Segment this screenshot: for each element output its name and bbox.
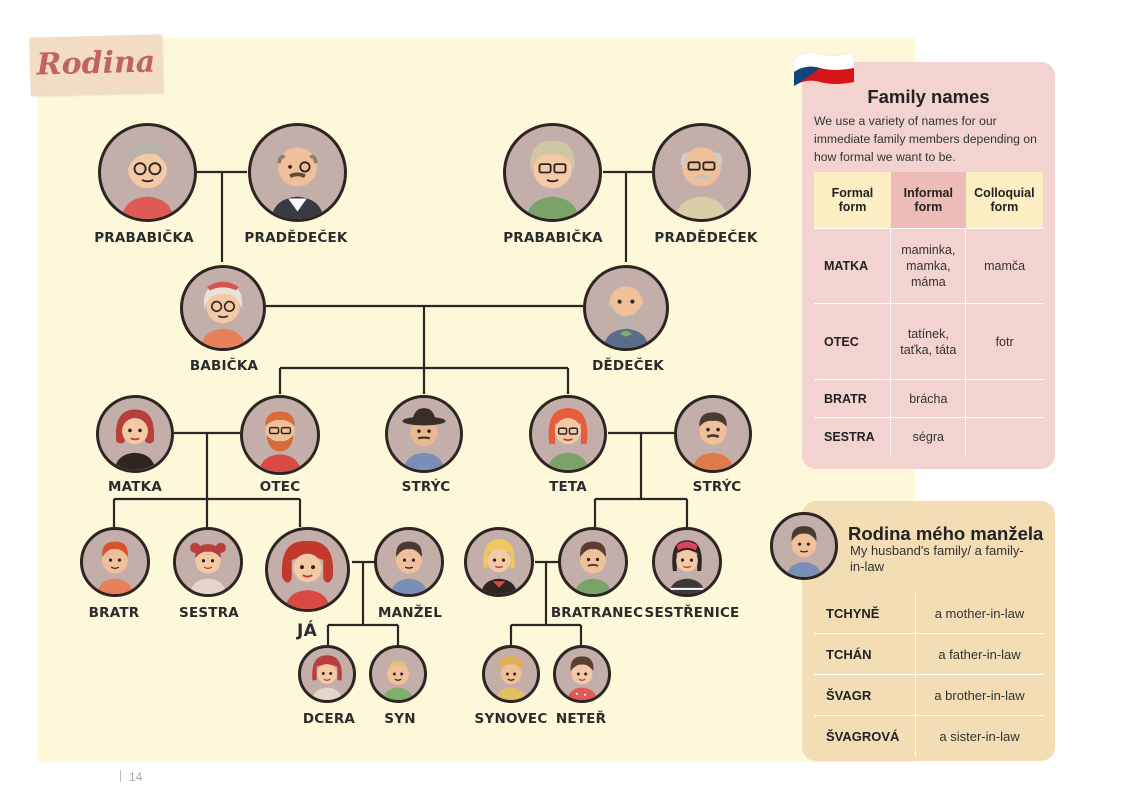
person-label-teta: TETA: [549, 479, 587, 495]
table-row: SESTRA ségra: [814, 417, 1043, 456]
term-cell: TCHÁN: [814, 633, 916, 675]
ja-avatar: [265, 527, 350, 612]
person-label-babicka: BABIČKA: [189, 358, 259, 374]
formal-cell: BRATR: [814, 379, 891, 418]
in-laws-panel: Rodina mého manžela My husband's family/…: [802, 501, 1055, 761]
prababicka-avatar: [98, 123, 197, 222]
bratr-avatar: [80, 527, 150, 597]
stryc-avatar: [385, 395, 463, 473]
stryc-avatar: [674, 395, 752, 473]
table-header-row: Formal form Informal form Colloquial for…: [814, 172, 1043, 229]
manzel-avatar: [374, 527, 444, 597]
person-label-prababicka: PRABABIČKA: [503, 230, 603, 246]
prababicka-avatar: [503, 123, 602, 222]
person-label-ja: JÁ: [297, 621, 317, 641]
in-laws-table: TCHYNĚ a mother-in-law TCHÁN a father-in…: [814, 593, 1043, 756]
table-row: BRATR brácha: [814, 379, 1043, 418]
person-label-matka: MATKA: [108, 479, 162, 495]
meaning-cell: a mother-in-law: [915, 593, 1043, 634]
table-row: OTEC tatínek, taťka, táta fotr: [814, 303, 1043, 380]
formal-cell: OTEC: [814, 303, 891, 380]
term-cell: ŠVAGR: [814, 674, 916, 716]
babicka-avatar: [180, 265, 266, 351]
person-label-syn: SYN: [384, 711, 416, 727]
column-header-formal: Formal form: [814, 172, 891, 229]
husband-avatar: [770, 512, 838, 580]
person-label-sestrenice: SESTŘENICE: [644, 605, 740, 621]
person-label-dedecek: DĚDEČEK: [592, 358, 664, 374]
informal-cell: maminka, mamka, máma: [890, 228, 966, 304]
table-row: TCHYNĚ a mother-in-law: [814, 593, 1043, 634]
person-label-bratr: BRATR: [88, 605, 140, 621]
table-row: TCHÁN a father-in-law: [814, 633, 1043, 675]
person-label-pradedecek: PRADĚDEČEK: [654, 230, 758, 246]
meaning-cell: a brother-in-law: [915, 674, 1043, 716]
informal-cell: ségra: [890, 417, 966, 456]
informal-cell: tatínek, taťka, táta: [890, 303, 966, 380]
bratranec-avatar: [558, 527, 628, 597]
formal-cell: MATKA: [814, 228, 891, 304]
person-label-synovec: SYNOVEC: [474, 711, 548, 727]
teta-avatar: [529, 395, 607, 473]
neter-avatar: [553, 645, 611, 703]
person-label-otec: OTEC: [259, 479, 301, 495]
person-label-stryc: STRÝC: [401, 479, 451, 495]
colloquial-cell: [965, 379, 1043, 418]
meaning-cell: a father-in-law: [915, 633, 1043, 675]
pradedecek-avatar: [652, 123, 751, 222]
table-row: ŠVAGR a brother-in-law: [814, 674, 1043, 716]
person-label-sestra: SESTRA: [179, 605, 239, 621]
family-names-table: Formal form Informal form Colloquial for…: [814, 172, 1043, 456]
meaning-cell: a sister-in-law: [915, 715, 1043, 756]
dedecek-avatar: [583, 265, 669, 351]
informal-cell: brácha: [890, 379, 966, 418]
family-names-title: Family names: [867, 86, 990, 107]
colloquial-cell: mamča: [965, 228, 1043, 304]
term-cell: ŠVAGROVÁ: [814, 715, 916, 756]
sestra-avatar: [173, 527, 243, 597]
formal-cell: SESTRA: [814, 417, 891, 456]
page-number: 14: [120, 770, 142, 784]
table-row: MATKA maminka, mamka, máma mamča: [814, 228, 1043, 304]
person-label-stryc: STRÝC: [692, 479, 742, 495]
synovec-avatar: [482, 645, 540, 703]
person-label-pradedecek: PRADĚDEČEK: [244, 230, 348, 246]
term-cell: TCHYNĚ: [826, 605, 880, 621]
sestrenice-avatar: [652, 527, 722, 597]
table-row: ŠVAGROVÁ a sister-in-law: [814, 715, 1043, 756]
column-header-colloquial: Colloquial form: [965, 172, 1043, 229]
otec-avatar: [240, 395, 320, 475]
family-names-description: We use a variety of names for our immedi…: [814, 114, 1037, 164]
syn-avatar: [369, 645, 427, 703]
column-header-informal: Informal form: [890, 172, 966, 229]
person-label-manzel: MANŽEL: [378, 605, 442, 621]
czech-flag-icon: [793, 51, 855, 86]
page-number-text: 14: [129, 770, 143, 784]
colloquial-cell: [965, 417, 1043, 456]
pradedecek-avatar: [248, 123, 347, 222]
partner-avatar: [464, 527, 534, 597]
person-label-neter: NETEŘ: [555, 711, 607, 727]
family-names-panel: Family names We use a variety of names f…: [802, 62, 1055, 469]
in-laws-subtitle: My husband's family/ a family-in-law: [850, 543, 1024, 574]
person-label-dcera: DCERA: [302, 711, 356, 727]
dcera-avatar: [298, 645, 356, 703]
person-label-bratranec: BRATRANEC: [550, 605, 644, 621]
person-label-prababicka: PRABABIČKA: [94, 230, 194, 246]
in-laws-title: Rodina mého manžela: [848, 523, 1044, 544]
colloquial-cell: fotr: [965, 303, 1043, 380]
matka-avatar: [96, 395, 174, 473]
